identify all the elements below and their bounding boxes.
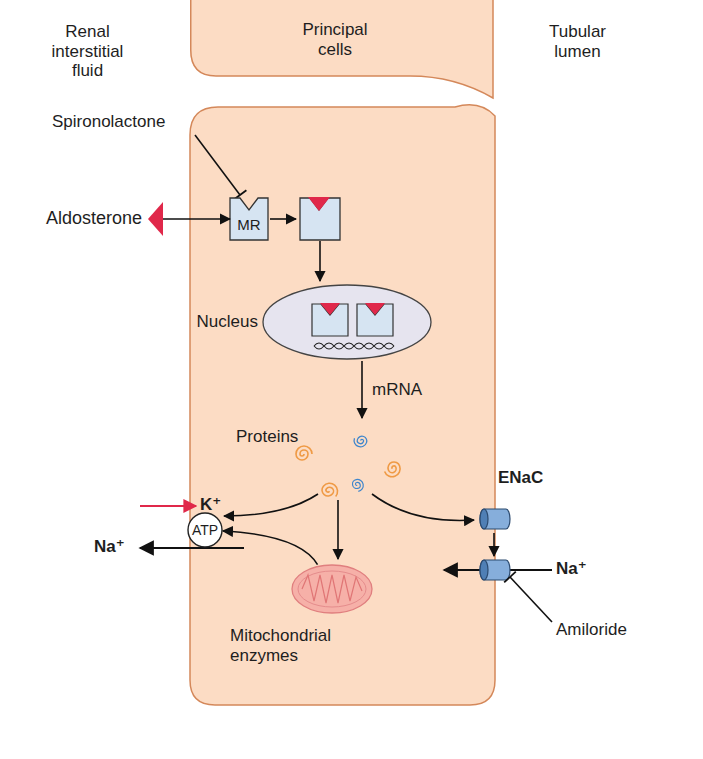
arrow [361, 361, 363, 418]
node-text: MR [230, 216, 268, 233]
node-text: ENaC [498, 468, 558, 488]
sodium-channel [480, 560, 510, 580]
inhibition-line [510, 577, 552, 622]
cell-shape: Principal cells [190, 0, 495, 100]
hormone-symbol-outline [148, 202, 163, 236]
nucleus-ellipse-outline [262, 284, 432, 360]
hormone-symbol [308, 197, 330, 211]
pump-circle: ATP [187, 512, 223, 548]
cell-body [190, 105, 495, 705]
mitochondrion-outline [290, 563, 374, 615]
drug-label: Spironolactone [52, 112, 192, 132]
inhibition-line [195, 135, 240, 195]
ion-label: Na⁺ [556, 559, 596, 579]
molecule-label: Proteins [236, 427, 316, 447]
arrow [493, 533, 495, 556]
node-text: Nucleus [192, 312, 258, 332]
node-text: Aldosterone [8, 208, 142, 229]
arrow [337, 500, 339, 559]
region-label: Renal interstitial fluid [40, 22, 135, 81]
receptor-box: MR [230, 198, 268, 240]
protein-spirals [296, 434, 402, 501]
mitochondrion: Mitochondrial enzymes [290, 563, 374, 615]
arrow [372, 494, 474, 520]
region-label: Tubular lumen [540, 22, 615, 61]
ion-label: K⁺ [200, 495, 236, 515]
potassium-arrow [140, 505, 196, 507]
arrow [224, 494, 318, 516]
ion-label: Na⁺ [94, 537, 134, 557]
node-text: Mitochondrial enzymes [230, 626, 370, 665]
inhibition-bar [504, 572, 516, 583]
nucleus-ellipse: Nucleus [262, 284, 432, 360]
connector-arrow [163, 218, 230, 220]
channel-symbol-outline [480, 508, 510, 530]
arrow [319, 241, 321, 281]
connector-arrow [223, 531, 318, 565]
channel-symbol: ENaC [480, 508, 510, 530]
arrow [270, 218, 296, 220]
node-text: ATP [187, 522, 223, 538]
hormone-symbol: Aldosterone [148, 202, 163, 236]
sodium-arrow [140, 547, 244, 549]
receptor-complex [300, 198, 340, 240]
molecule-label: mRNA [372, 380, 432, 400]
drug-label: Amiloride [556, 620, 656, 640]
node-text: Principal cells [295, 20, 375, 59]
